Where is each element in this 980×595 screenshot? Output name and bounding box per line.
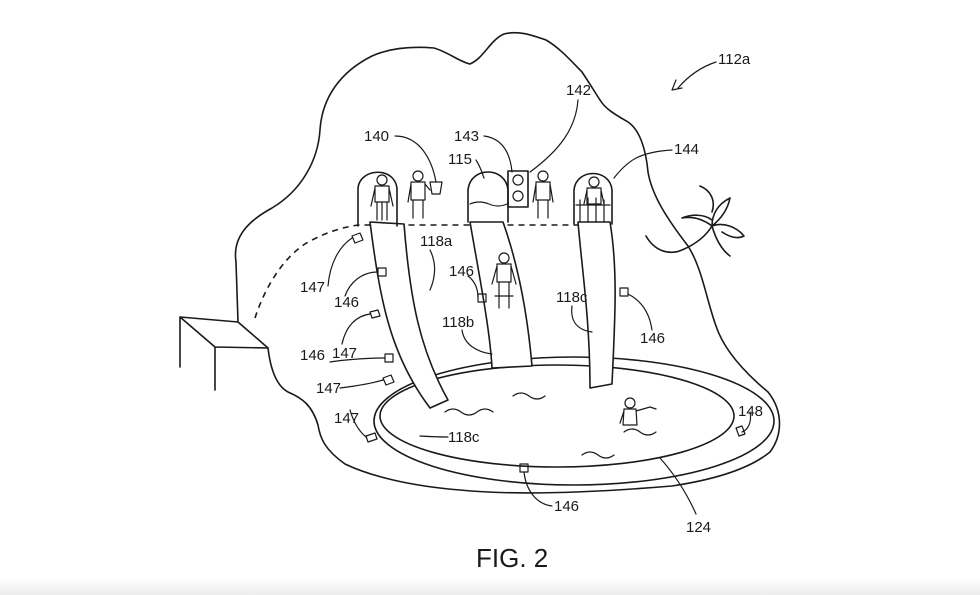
sensor-146 bbox=[377, 267, 387, 277]
arch-right bbox=[573, 172, 613, 225]
palm-tree bbox=[645, 185, 745, 257]
walkway-dashed bbox=[254, 224, 590, 319]
leader-line bbox=[613, 149, 673, 179]
label-146: 146 bbox=[640, 330, 665, 347]
leader-line bbox=[429, 249, 436, 291]
leader-line bbox=[461, 329, 493, 355]
water-ripple bbox=[623, 428, 657, 436]
mountain-outline bbox=[234, 31, 781, 494]
label-146: 146 bbox=[554, 498, 579, 515]
leader-line bbox=[339, 379, 384, 389]
slide-118a bbox=[369, 221, 449, 409]
label-118c: 118c bbox=[448, 429, 480, 446]
leader-line bbox=[349, 409, 367, 438]
panel-button-top bbox=[512, 174, 524, 186]
leader-line bbox=[475, 159, 485, 179]
label-142: 142 bbox=[566, 82, 591, 99]
label-146: 146 bbox=[449, 263, 474, 280]
label-144: 144 bbox=[674, 141, 699, 158]
leader-line bbox=[659, 457, 697, 515]
sensor-148 bbox=[735, 425, 746, 437]
water-ripple bbox=[444, 408, 494, 416]
interactive-panel-box bbox=[507, 170, 529, 208]
label-146: 146 bbox=[334, 294, 359, 311]
arch-middle-water bbox=[469, 201, 508, 207]
label-147: 147 bbox=[300, 279, 325, 296]
label-112a: 112a bbox=[718, 51, 751, 68]
leader-line bbox=[467, 275, 479, 299]
leader-line bbox=[419, 435, 449, 438]
leader-line bbox=[483, 135, 513, 173]
leader-line bbox=[627, 293, 653, 331]
gate-bars bbox=[575, 197, 611, 223]
guest-figure-on-slide bbox=[491, 252, 517, 309]
leader-line bbox=[341, 313, 371, 345]
label-118b: 118b bbox=[442, 314, 474, 331]
arrow-head bbox=[671, 79, 683, 91]
pool-inner bbox=[379, 364, 735, 468]
guest-figure bbox=[583, 176, 605, 205]
sensor-147 bbox=[382, 374, 395, 386]
label-118c: 118c bbox=[556, 289, 588, 306]
sensor-146 bbox=[619, 287, 629, 297]
leader-line bbox=[741, 411, 752, 433]
guest-figure bbox=[370, 174, 394, 221]
guest-figure bbox=[532, 170, 554, 219]
slide-118c bbox=[577, 221, 616, 389]
label-147: 147 bbox=[334, 410, 359, 427]
leader-line bbox=[327, 237, 353, 287]
label-148: 148 bbox=[738, 403, 763, 420]
entry-ledge bbox=[179, 316, 269, 391]
sensor-146 bbox=[519, 463, 529, 473]
label-140: 140 bbox=[364, 128, 389, 145]
sensor-147 bbox=[369, 309, 381, 319]
bottom-fade-bar bbox=[0, 578, 980, 595]
leader-line bbox=[523, 471, 553, 507]
sensor-146 bbox=[477, 293, 487, 303]
panel-button-bottom bbox=[512, 190, 524, 202]
label-124: 124 bbox=[686, 519, 711, 536]
label-147: 147 bbox=[316, 380, 341, 397]
slide-118b bbox=[469, 221, 533, 369]
label-147: 147 bbox=[332, 345, 357, 362]
tunnel-arch-left bbox=[357, 171, 398, 227]
label-146: 146 bbox=[300, 347, 325, 364]
water-ripple bbox=[581, 451, 615, 459]
sensor-146 bbox=[351, 232, 364, 244]
label-118a: 118a bbox=[420, 233, 453, 250]
label-143: 143 bbox=[454, 128, 479, 145]
guest-figure bbox=[407, 170, 431, 219]
patent-drawing: 112a 142 140 143 115 144 118a 146 147 14… bbox=[179, 31, 781, 573]
leader-line bbox=[529, 99, 579, 173]
leader-line bbox=[329, 357, 386, 363]
arch-middle bbox=[467, 171, 509, 223]
leader-line bbox=[677, 61, 717, 89]
leader-line bbox=[571, 305, 593, 333]
leader-line bbox=[394, 135, 437, 183]
leader-line bbox=[344, 271, 379, 297]
pool-outer bbox=[373, 356, 775, 486]
sensor-146 bbox=[384, 353, 394, 363]
label-115: 115 bbox=[448, 151, 472, 168]
bucket-icon bbox=[429, 181, 443, 195]
guest-figure-swimming bbox=[619, 397, 657, 426]
sensor-147 bbox=[365, 432, 378, 443]
figure-caption: FIG. 2 bbox=[476, 543, 548, 573]
water-ripple bbox=[512, 392, 546, 400]
